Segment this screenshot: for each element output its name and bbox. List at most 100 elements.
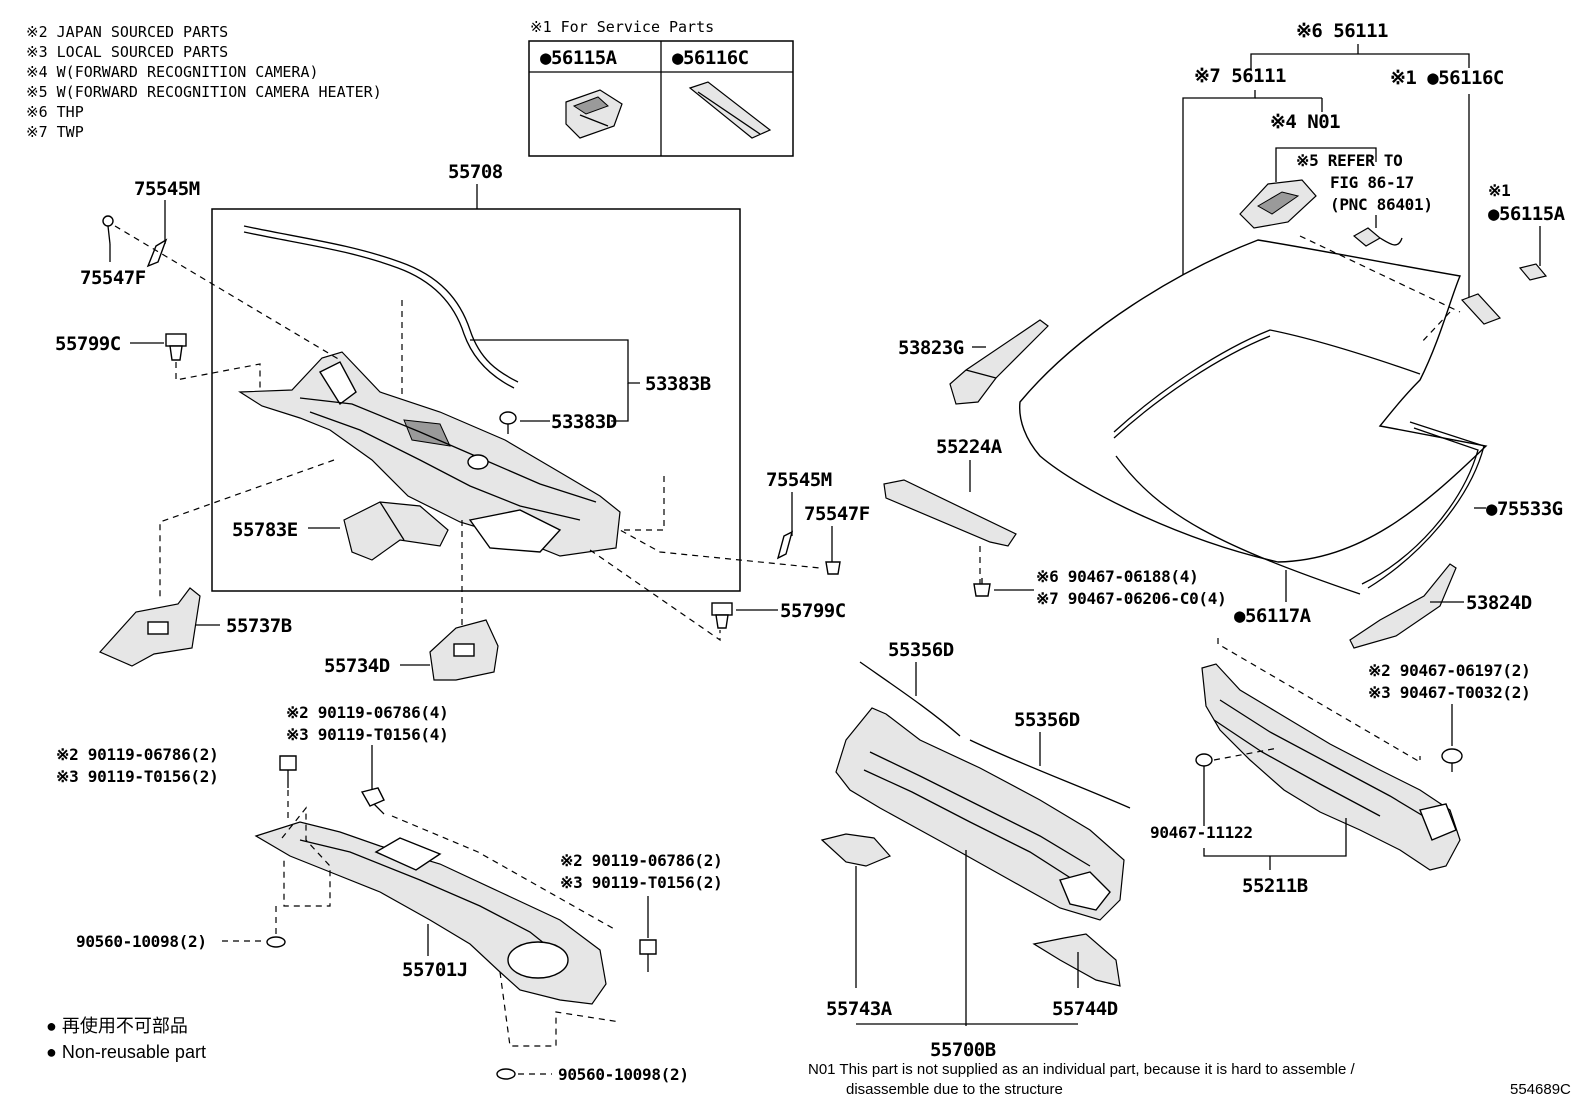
label-N01: ※4 N01: [1270, 111, 1340, 133]
camera-bracket-N01: [1239, 179, 1317, 229]
service-part-56115A-label: ●56115A: [540, 47, 618, 69]
weatherstrip-53383B: [243, 225, 519, 383]
label-75547F-right: 75547F: [804, 503, 870, 525]
tape-75545M-left-icon: [146, 238, 168, 268]
label-75533G: ●75533G: [1486, 498, 1563, 520]
cowl-top-panel-55700B: [835, 707, 1125, 921]
bracket-55737B: [98, 587, 201, 667]
legend: ● 再使用不可部品 ● Non-reusable part: [46, 1016, 206, 1062]
garnish-53823G: [949, 319, 1049, 405]
label-56115A-right: ●56115A: [1488, 203, 1566, 225]
label-90119-06786-2-right: ※2 90119-06786(2): [560, 851, 722, 870]
service-parts-title: ※1 For Service Parts: [530, 18, 714, 36]
notes-block: ※2 JAPAN SOURCED PARTS ※3 LOCAL SOURCED …: [26, 23, 382, 141]
label-90119-T0156-2-right: ※3 90119-T0156(2): [560, 873, 722, 892]
footnote-line2: disassemble due to the structure: [846, 1081, 1063, 1098]
cowl-panel-group: ※2 90119-06786(4) ※3 90119-T0156(4) ※2 9…: [56, 703, 723, 1084]
legend-non-reusable: ● Non-reusable part: [46, 1042, 206, 1062]
windshield-group: ※6 56111 ※7 56111 ※1 ●56116C ※4 N01 ※5 R…: [883, 20, 1566, 649]
tape-75545M-right-icon: [776, 530, 794, 560]
label-53823G: 53823G: [898, 337, 964, 359]
label-55737B: 55737B: [226, 615, 292, 637]
label-53383D: 53383D: [551, 411, 617, 433]
bracket-55743A: [820, 833, 892, 867]
service-part-56116C-label: ●56116C: [672, 47, 749, 69]
seal-56116C-icon: [688, 81, 772, 139]
clip-75547F-left-icon: [102, 215, 114, 245]
clip-55799C-left-icon: [165, 333, 187, 361]
seal-55356D-left: [859, 661, 961, 737]
cowl-louver-55708: [238, 351, 621, 557]
label-75545M-left: 75545M: [134, 178, 200, 200]
label-90467-06197: ※2 90467-06197(2): [1368, 661, 1530, 680]
label-55211B: 55211B: [1242, 875, 1308, 897]
grommet-90560-right-icon: [496, 1068, 516, 1080]
label-55356D-right: 55356D: [1014, 709, 1080, 731]
label-55701J: 55701J: [402, 959, 468, 981]
dash-panel-55211B: [1201, 663, 1461, 871]
diagram-id: 554689C: [1510, 1081, 1571, 1098]
label-55708: 55708: [448, 161, 503, 183]
clip-53383D-icon: [499, 411, 517, 434]
label-55743A: 55743A: [826, 998, 893, 1020]
label-90467-06206: ※7 90467-06206-C0(4): [1036, 589, 1226, 608]
label-90119-06786-4: ※2 90119-06786(4): [286, 703, 448, 722]
label-55744D: 55744D: [1052, 998, 1118, 1020]
label-55734D: 55734D: [324, 655, 390, 677]
bracket-55783E: [343, 501, 449, 561]
clip-90467-06188-icon: [973, 578, 991, 597]
note-camera-heater: ※5 W(FORWARD RECOGNITION CAMERA HEATER): [26, 83, 382, 101]
cowl-panel-55701J: [254, 821, 607, 1005]
note-japan-sourced: ※2 JAPAN SOURCED PARTS: [26, 23, 228, 41]
label-90467-T0032: ※3 90467-T0032(2): [1368, 683, 1530, 702]
bracket-56115A-right-icon: [1518, 263, 1548, 281]
bolt-90119-2-left-icon: [279, 755, 297, 788]
label-90467-06188: ※6 90467-06188(4): [1036, 567, 1198, 586]
label-90560-right: 90560-10098(2): [558, 1065, 689, 1084]
label-56115A-note: ※1: [1488, 181, 1510, 200]
label-56111-thp: ※6 56111: [1296, 20, 1388, 42]
label-90560-left: 90560-10098(2): [76, 932, 207, 951]
label-55356D-left: 55356D: [888, 639, 954, 661]
label-90467-11122: 90467-11122: [1150, 823, 1253, 842]
note-thp: ※6 THP: [26, 103, 84, 121]
service-parts-box: ※1 For Service Parts ●56115A ●56116C: [528, 18, 794, 157]
seal-56116C-on-glass: [1460, 293, 1502, 325]
molding-75533G: [1361, 421, 1485, 589]
note-local-sourced: ※3 LOCAL SOURCED PARTS: [26, 43, 228, 61]
label-refer-fig: FIG 86-17: [1330, 173, 1414, 192]
label-90119-T0156-2-left: ※3 90119-T0156(2): [56, 767, 218, 786]
label-75547F-left: 75547F: [80, 267, 146, 289]
seal-55224A: [883, 479, 1017, 547]
bolt-90119-2-right-icon: [639, 939, 657, 972]
bracket-56115A-icon: [565, 89, 623, 139]
clip-55799C-right-icon: [711, 602, 733, 629]
camera-heater-icon: [1352, 227, 1403, 247]
label-53824D: 53824D: [1466, 592, 1532, 614]
label-90119-T0156-4: ※3 90119-T0156(4): [286, 725, 448, 744]
clip-90467-06197-icon: [1441, 748, 1463, 772]
label-55224A: 55224A: [936, 436, 1003, 458]
windshield-glass-56111: [1019, 239, 1488, 563]
label-56117A: ●56117A: [1234, 605, 1312, 627]
dash-panel-group: ※2 90467-06197(2) ※3 90467-T0032(2) 9046…: [1150, 638, 1531, 897]
cowl-assembly-frame: [211, 208, 741, 592]
label-90119-06786-2-left: ※2 90119-06786(2): [56, 745, 218, 764]
footnote: N01 This part is not supplied as an indi…: [808, 1061, 1571, 1098]
bracket-55734D: [429, 619, 499, 681]
grommet-90560-left-icon: [266, 936, 286, 948]
legend-japanese: ● 再使用不可部品: [46, 1016, 188, 1036]
bolt-90119-4-icon: [360, 787, 385, 815]
clip-75547F-right-icon: [825, 561, 841, 575]
seal-55356D-right: [969, 739, 1131, 809]
label-55783E: 55783E: [232, 519, 298, 541]
clip-90467-11122-icon: [1195, 753, 1213, 776]
label-55700B: 55700B: [930, 1039, 996, 1061]
label-55799C-left: 55799C: [55, 333, 121, 355]
molding-56117A: [1115, 455, 1361, 595]
label-75545M-right: 75545M: [766, 469, 832, 491]
label-refer-pnc: (PNC 86401): [1330, 195, 1433, 214]
note-twp: ※7 TWP: [26, 123, 84, 141]
label-refer-to: ※5 REFER TO: [1296, 151, 1402, 170]
